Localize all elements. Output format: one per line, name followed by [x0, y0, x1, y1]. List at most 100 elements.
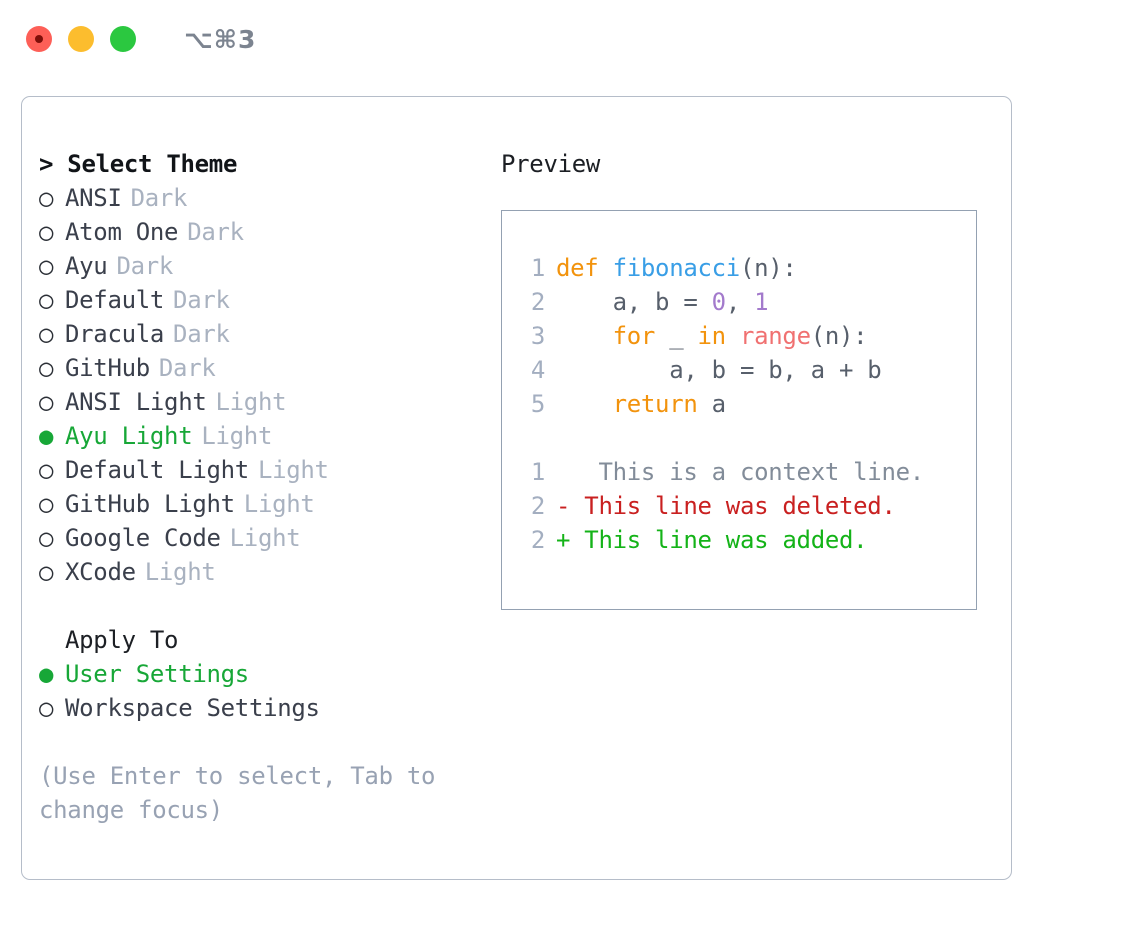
theme-option-label: Default [65, 286, 165, 314]
theme-option-label: ANSI Light [65, 388, 207, 416]
theme-option-label: ANSI [65, 184, 122, 212]
theme-option-label: Dracula [65, 320, 165, 348]
code-token-plain [726, 322, 740, 350]
diff-marker: + [556, 526, 571, 554]
theme-option-label: Ayu Light [65, 422, 193, 450]
theme-option-label: Default Light [65, 456, 249, 484]
code-line-content: a, b = 0, 1 [556, 285, 769, 319]
code-line: 1 def fibonacci(n): [515, 251, 924, 285]
radio-selected-icon: ● [39, 422, 54, 450]
code-token-plain: , [725, 288, 755, 316]
line-number: 5 [530, 390, 545, 418]
zoom-button[interactable] [110, 26, 136, 52]
radio-unselected-icon: ○ [39, 252, 54, 280]
code-token-plain: _ [655, 322, 698, 350]
code-token-plain [556, 390, 613, 418]
theme-option-label: Google Code [65, 524, 221, 552]
theme-variant-badge: Dark [173, 286, 230, 314]
theme-variant-badge: Dark [130, 184, 188, 212]
theme-option-google-code[interactable]: ○ Google Code Light [39, 521, 479, 555]
radio-unselected-icon: ○ [39, 490, 54, 518]
code-token-keyword: def [556, 254, 613, 282]
line-number: 1 [530, 254, 545, 282]
apply-to-option-user-settings[interactable]: ● User Settings [39, 657, 479, 691]
title-bar: ⌥⌘3 [0, 0, 1140, 78]
traffic-light-group [26, 26, 136, 52]
line-number: 3 [530, 322, 545, 350]
theme-variant-badge: Dark [173, 320, 230, 348]
diff-marker [556, 455, 570, 489]
preview-heading: Preview [501, 150, 601, 178]
keyboard-shortcut-label: ⌥⌘3 [184, 24, 257, 54]
radio-unselected-icon: ○ [39, 218, 54, 246]
close-button[interactable] [26, 26, 52, 52]
theme-variant-badge: Light [243, 490, 315, 518]
code-token-function: fibonacci [612, 254, 741, 282]
radio-unselected-icon: ○ [39, 694, 54, 722]
theme-option-github[interactable]: ○ GitHub Dark [39, 351, 479, 385]
theme-option-ansi[interactable]: ○ ANSI Dark [39, 181, 479, 215]
select-theme-heading: > Select Theme [39, 150, 238, 178]
code-token-plain: a [697, 390, 726, 418]
line-number: 2 [530, 492, 545, 520]
code-line-content: a, b = b, a + b [556, 353, 882, 387]
code-line: 2 a, b = 0, 1 [515, 285, 924, 319]
radio-unselected-icon: ○ [39, 456, 54, 484]
apply-to-heading: Apply To [65, 626, 179, 654]
theme-variant-badge: Light [144, 558, 216, 586]
code-token-punctuation: (n): [739, 254, 797, 282]
minimize-button[interactable] [68, 26, 94, 52]
line-number: 4 [530, 356, 545, 384]
radio-unselected-icon: ○ [39, 184, 54, 212]
code-line-content: for _ in range(n): [556, 319, 868, 353]
theme-variant-badge: Dark [158, 354, 216, 382]
diff-line-added: 2 + This line was added. [515, 523, 924, 557]
apply-to-option-label: Workspace Settings [65, 694, 320, 722]
theme-option-dracula[interactable]: ○ Dracula Dark [39, 317, 479, 351]
radio-unselected-icon: ○ [39, 286, 54, 314]
code-diff-separator [515, 421, 924, 455]
theme-option-default[interactable]: ○ Default Dark [39, 283, 479, 317]
code-line-content: def fibonacci(n): [556, 251, 797, 285]
apply-to-option-workspace-settings[interactable]: ○ Workspace Settings [39, 691, 479, 725]
radio-unselected-icon: ○ [39, 320, 54, 348]
theme-option-default-light[interactable]: ○ Default Light Light [39, 453, 479, 487]
theme-variant-badge: Dark [116, 252, 174, 280]
code-line-content: return a [556, 387, 727, 421]
line-number: 2 [530, 526, 545, 554]
radio-unselected-icon: ○ [39, 354, 54, 382]
radio-unselected-icon: ○ [39, 524, 54, 552]
diff-text: This is a context line. [570, 458, 924, 486]
diff-line-deleted: 2- This line was deleted. [515, 489, 924, 523]
list-spacer [39, 589, 479, 623]
code-token-plain [556, 322, 613, 350]
radio-selected-icon: ● [39, 660, 54, 688]
line-number: 1 [530, 458, 545, 486]
code-token-number: 1 [754, 288, 769, 316]
apply-to-option-label: User Settings [65, 660, 249, 688]
code-token-keyword: return [612, 390, 698, 418]
code-token-number: 0 [711, 288, 726, 316]
code-token-punctuation: (n): [810, 322, 868, 350]
diff-text: This line was added. [570, 526, 868, 554]
code-token-keyword: in [697, 322, 727, 350]
theme-variant-badge: Light [257, 456, 329, 484]
code-token-plain: a, b = b, a + b [556, 356, 882, 384]
code-token-keyword: for [612, 322, 656, 350]
theme-variant-badge: Light [229, 524, 301, 552]
theme-option-label: XCode [65, 558, 136, 586]
code-token-builtin: range [739, 322, 811, 350]
theme-option-label: GitHub [65, 354, 150, 382]
keyboard-hint: (Use Enter to select, Tab to change focu… [39, 762, 436, 824]
